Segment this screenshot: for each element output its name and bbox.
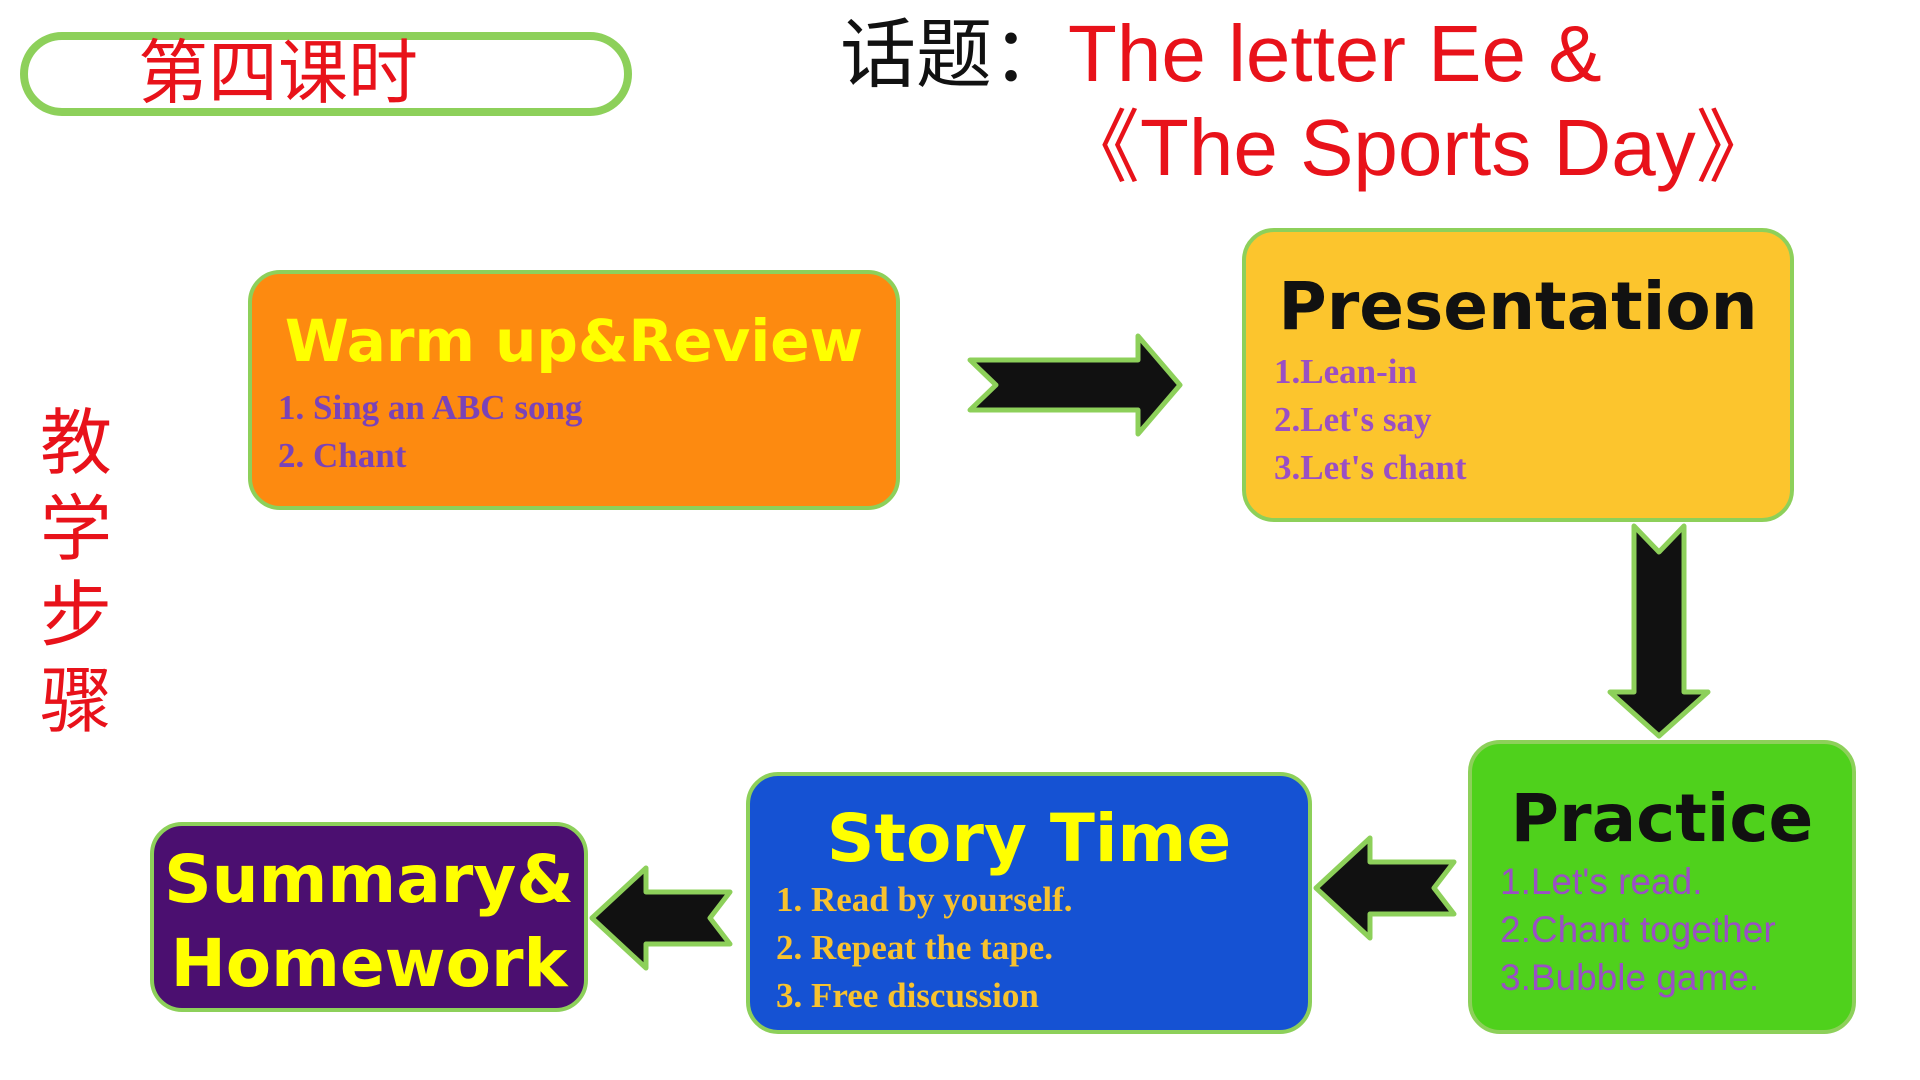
arrow-down-icon <box>1607 523 1711 739</box>
step-presentation-title: Presentation <box>1278 268 1758 345</box>
list-item: 3.Let's chant <box>1274 448 1467 487</box>
list-item: 1. Read by yourself. <box>776 880 1073 919</box>
step-warmup-list: 1. Sing an ABC song 2. Chant <box>278 384 582 480</box>
list-item: 1.Lean-in <box>1274 352 1417 391</box>
topic-heading: 话题：The letter Ee & <box>840 6 1602 103</box>
topic-title-line1: The letter Ee & <box>1068 9 1602 98</box>
arrow-left-icon <box>589 865 733 971</box>
lesson-badge <box>20 32 632 116</box>
step-summary-title-line1: Summary& <box>164 841 574 918</box>
list-item: 1. Sing an ABC song <box>278 388 583 427</box>
step-story-box: Story Time 1. Read by yourself. 2. Repea… <box>746 772 1312 1034</box>
lesson-label: 第四课时 <box>138 32 418 114</box>
step-practice-list: 1.Let's read. 2.Chant together 3.Bubble … <box>1500 858 1776 1002</box>
step-practice-box: Practice 1.Let's read. 2.Chant together … <box>1468 740 1856 1034</box>
vertical-char: 步 <box>39 573 112 657</box>
topic-title-line2: 《The Sports Day》 <box>1060 103 1776 192</box>
step-story-list: 1. Read by yourself. 2. Repeat the tape.… <box>776 876 1073 1020</box>
list-item: 3.Bubble game. <box>1500 957 1760 998</box>
topic-label: 话题： <box>840 10 1068 99</box>
teaching-steps-label: 教 学 步 骤 <box>36 400 116 744</box>
list-item: 2. Repeat the tape. <box>776 928 1054 967</box>
list-item: 2.Chant together <box>1500 909 1776 950</box>
step-summary-box: Summary& Homework <box>150 822 588 1012</box>
step-presentation-list: 1.Lean-in 2.Let's say 3.Let's chant <box>1274 348 1467 492</box>
step-warmup-box: Warm up&Review 1. Sing an ABC song 2. Ch… <box>248 270 900 510</box>
vertical-char: 教 <box>39 401 112 485</box>
step-practice-title: Practice <box>1510 780 1814 857</box>
step-summary-title: Summary& Homework <box>154 838 584 1006</box>
step-warmup-title: Warm up&Review <box>284 307 864 375</box>
vertical-char: 学 <box>39 487 112 571</box>
list-item: 3. Free discussion <box>776 976 1039 1015</box>
step-presentation-box: Presentation 1.Lean-in 2.Let's say 3.Let… <box>1242 228 1794 522</box>
list-item: 1.Let's read. <box>1500 861 1703 902</box>
step-story-title: Story Time <box>826 800 1232 877</box>
vertical-char: 骤 <box>39 659 112 743</box>
arrow-left-icon <box>1313 835 1457 941</box>
list-item: 2. Chant <box>278 436 407 475</box>
list-item: 2.Let's say <box>1274 400 1432 439</box>
arrow-right-icon <box>967 333 1183 437</box>
step-summary-title-line2: Homework <box>170 925 568 1002</box>
